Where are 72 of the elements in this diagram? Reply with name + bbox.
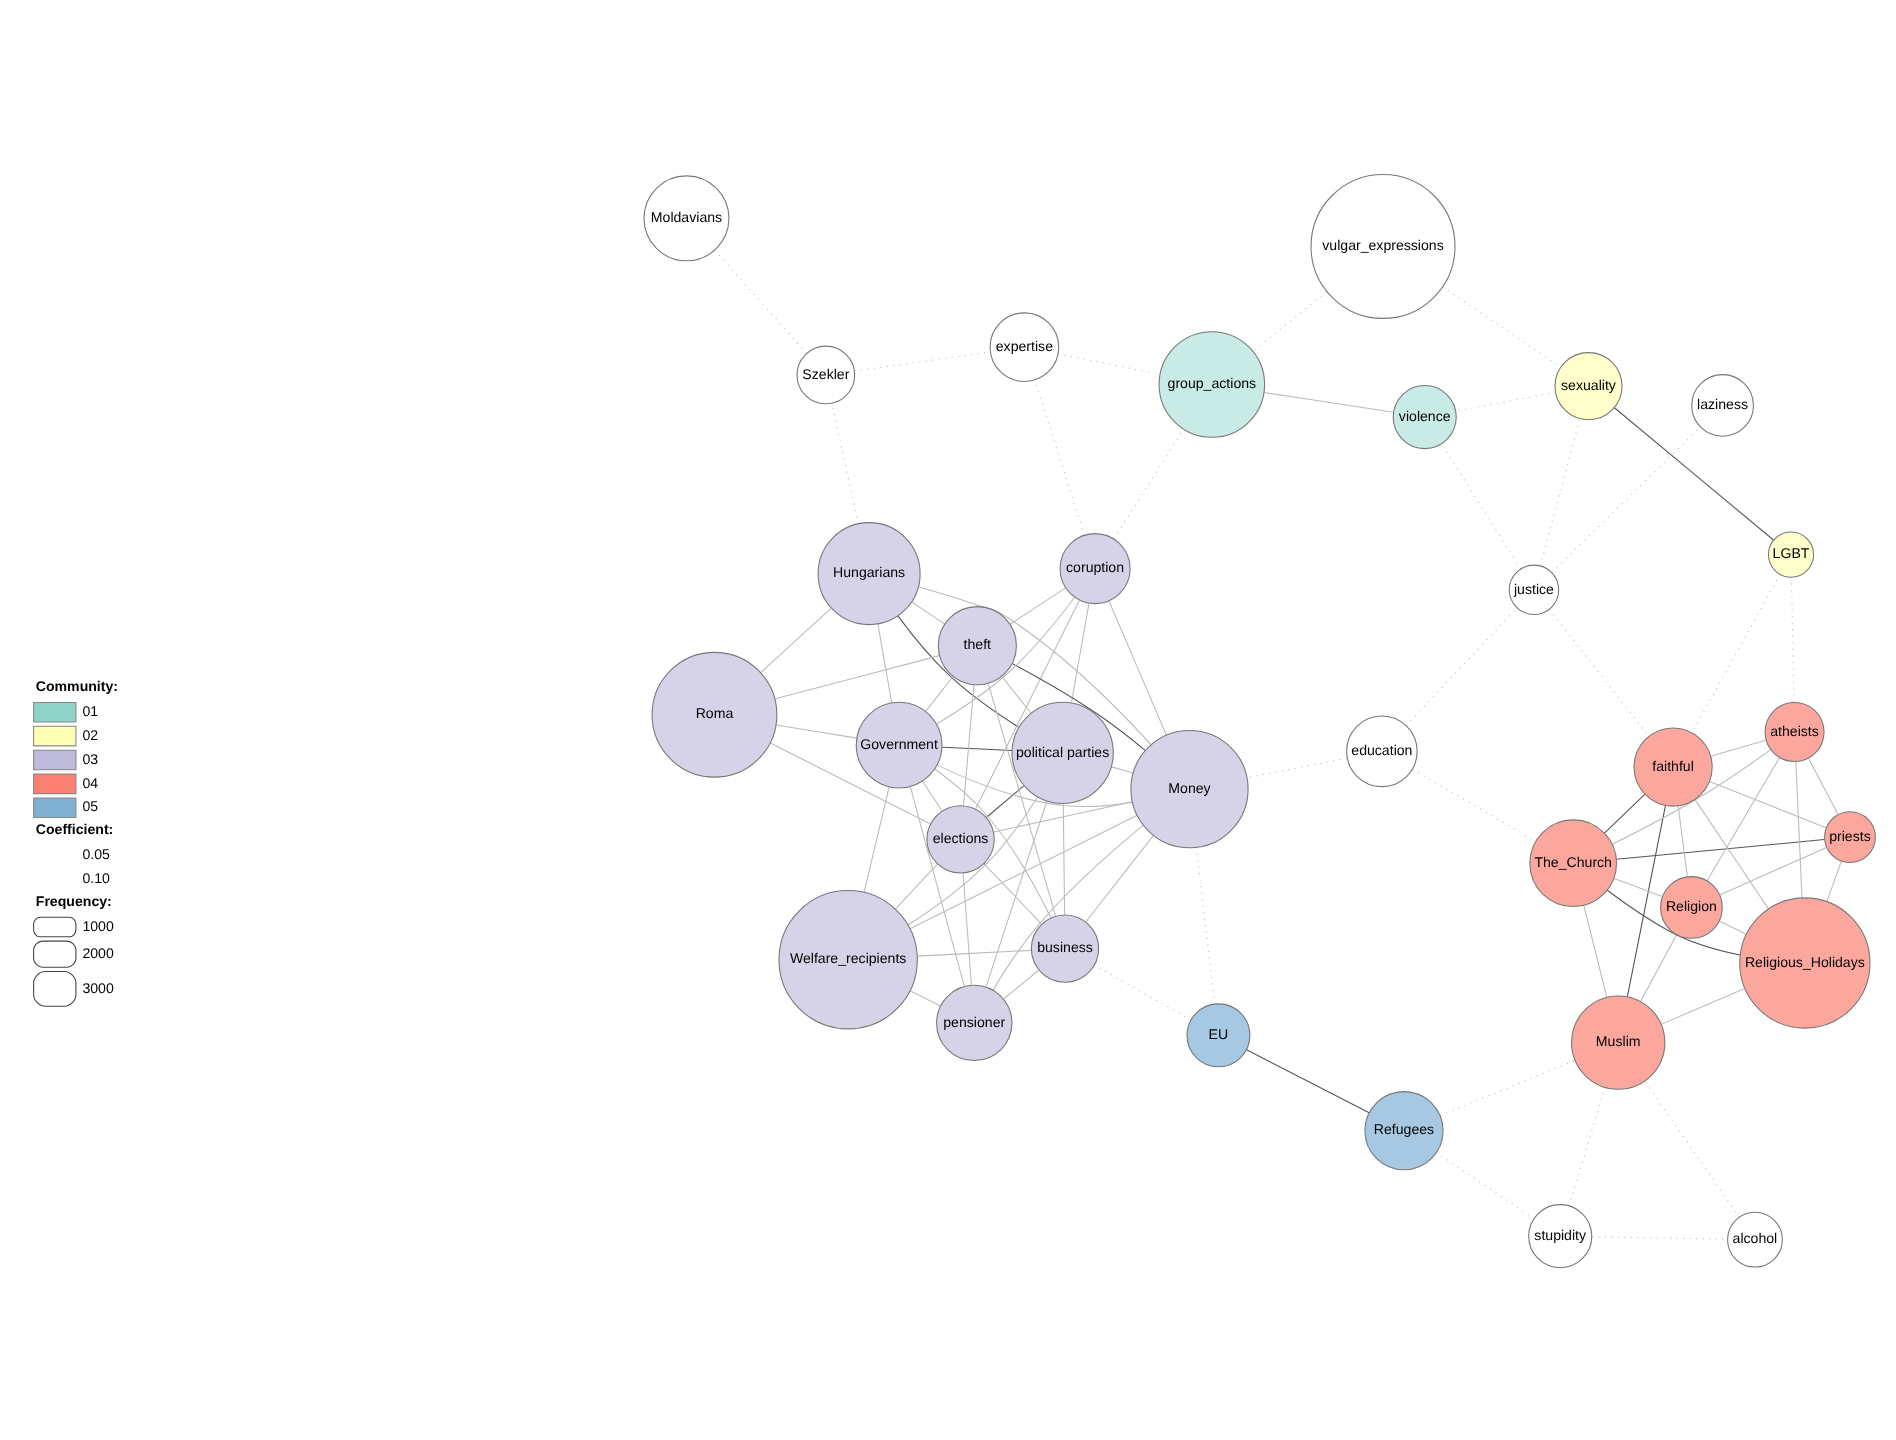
connector xyxy=(897,614,1020,727)
connector xyxy=(1070,601,1090,703)
connector xyxy=(1708,779,1827,828)
connector xyxy=(983,862,1042,924)
connector xyxy=(1034,378,1085,535)
connector xyxy=(774,654,940,699)
connector xyxy=(916,948,1032,956)
connector xyxy=(894,862,938,909)
connector xyxy=(1660,987,1746,1024)
connector xyxy=(775,723,858,738)
connector xyxy=(1439,1058,1576,1116)
connector xyxy=(1718,919,1747,934)
connector xyxy=(877,622,893,703)
connector xyxy=(907,795,1038,925)
connector xyxy=(975,598,1080,809)
connector xyxy=(1694,798,1769,909)
connector xyxy=(1012,662,1146,751)
connector xyxy=(1002,968,1040,999)
connector xyxy=(911,600,946,624)
connector xyxy=(1611,748,1771,844)
connector xyxy=(1583,903,1608,997)
connector xyxy=(941,745,1013,750)
connector xyxy=(925,674,954,711)
connector xyxy=(1606,888,1741,955)
connector xyxy=(863,785,890,892)
connector xyxy=(962,871,972,985)
connector xyxy=(1551,425,1701,572)
connector xyxy=(909,813,1138,929)
connector xyxy=(1640,933,1678,1001)
connector xyxy=(986,784,1025,817)
connector xyxy=(934,767,1052,918)
connector xyxy=(1719,846,1828,895)
connector xyxy=(1613,876,1663,897)
connector xyxy=(1263,390,1394,412)
connector xyxy=(1009,586,1067,624)
connector xyxy=(1795,760,1803,898)
connector xyxy=(1615,838,1825,859)
connector xyxy=(963,683,975,805)
connector xyxy=(1710,738,1767,756)
connector xyxy=(909,989,941,1006)
connector xyxy=(1246,1048,1370,1113)
connector xyxy=(1111,765,1134,773)
connector xyxy=(1548,607,1650,736)
connector xyxy=(992,823,1144,990)
connector xyxy=(909,785,965,987)
connector xyxy=(1691,572,1781,733)
connector xyxy=(1085,833,1154,922)
connector xyxy=(936,595,1076,724)
connector xyxy=(993,800,1133,832)
connector xyxy=(987,681,1057,916)
connector xyxy=(1603,792,1646,833)
connector xyxy=(985,799,1048,987)
connector xyxy=(831,402,859,524)
connector xyxy=(1826,859,1842,901)
connector xyxy=(1441,442,1522,569)
connector xyxy=(922,779,943,811)
connector xyxy=(936,763,1133,807)
connector xyxy=(1094,963,1192,1020)
connector xyxy=(1706,756,1780,881)
connector xyxy=(1001,674,1032,713)
connector xyxy=(714,248,807,353)
connector xyxy=(1108,599,1167,735)
connector xyxy=(1062,802,1066,915)
connector xyxy=(1613,405,1775,540)
connector xyxy=(918,585,1152,745)
connector xyxy=(1677,804,1688,877)
connector xyxy=(1195,845,1216,1004)
connector xyxy=(769,741,931,824)
connector xyxy=(760,606,832,673)
connector xyxy=(1626,803,1666,997)
connector xyxy=(1807,756,1839,814)
connector xyxy=(1405,606,1518,725)
